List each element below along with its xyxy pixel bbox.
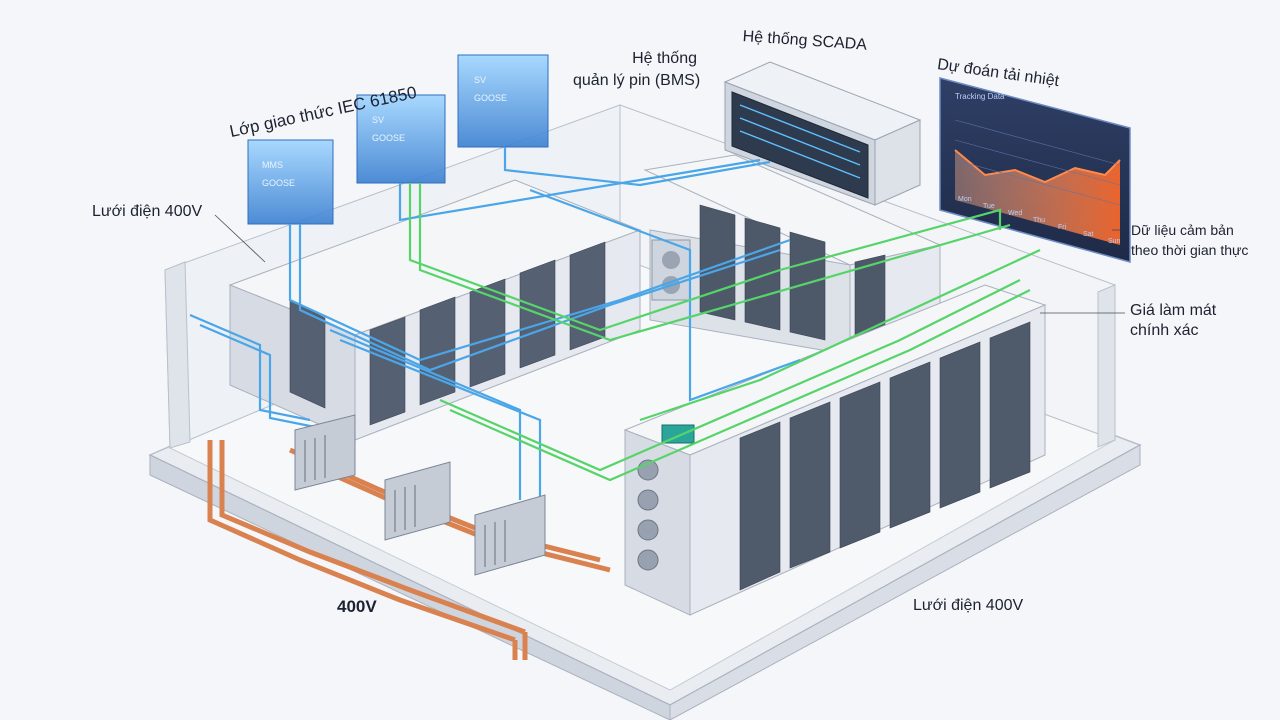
dashboard-x-tick: Sun [1108, 238, 1121, 245]
cooling-label-line2: chính xác [1130, 322, 1199, 339]
bms-label-line1: Hệ thống [632, 50, 697, 67]
stack-layer-text: MMS [262, 160, 283, 170]
stack-layer-text: GOOSE [372, 133, 406, 143]
protocol-stack-1 [247, 139, 334, 225]
realtime-data-label-line2: theo thời gian thực [1131, 242, 1249, 258]
protocol-stack-2 [356, 94, 446, 184]
voltage-bottom-label: 400V [337, 597, 377, 616]
stack-layer-text: SV [474, 75, 487, 85]
cooling-label-line1: Giá làm mát [1130, 302, 1217, 319]
rack-row-front-right [623, 284, 1047, 616]
dashboard-x-tick: Mon [958, 196, 972, 203]
scada-server [723, 61, 922, 206]
grid-bottom-label: Lưới điện 400V [913, 597, 1024, 614]
protocol-stack-3 [457, 54, 549, 148]
dashboard-x-tick: Thu [1033, 217, 1046, 224]
dashboard-header: Tracking Data [955, 92, 1005, 101]
dashboard-x-tick: Fri [1058, 224, 1067, 231]
heat-forecast-dashboard [939, 77, 1131, 263]
power-units [294, 414, 546, 576]
data-cables-blue [189, 147, 801, 510]
dashboard-x-tick: Wed [1008, 210, 1023, 217]
stack-layer-text: SV [372, 115, 385, 125]
iec-61850-stacks [247, 54, 549, 225]
data-cables-green [408, 183, 1041, 482]
rack-row-back [643, 154, 942, 356]
dashboard-x-tick: Tue [983, 203, 995, 210]
stack-layer-text: GOOSE [262, 178, 296, 188]
realtime-data-label-line1: Dữ liệu cảm bản [1131, 222, 1234, 238]
grid-left-label: Lưới điện 400V [92, 203, 203, 220]
dashboard-x-tick: Sat [1083, 231, 1094, 238]
bms-label-line2: quản lý pin (BMS) [573, 72, 701, 89]
stack-layer-text: GOOSE [474, 93, 508, 103]
callout-lines [214, 214, 1125, 314]
